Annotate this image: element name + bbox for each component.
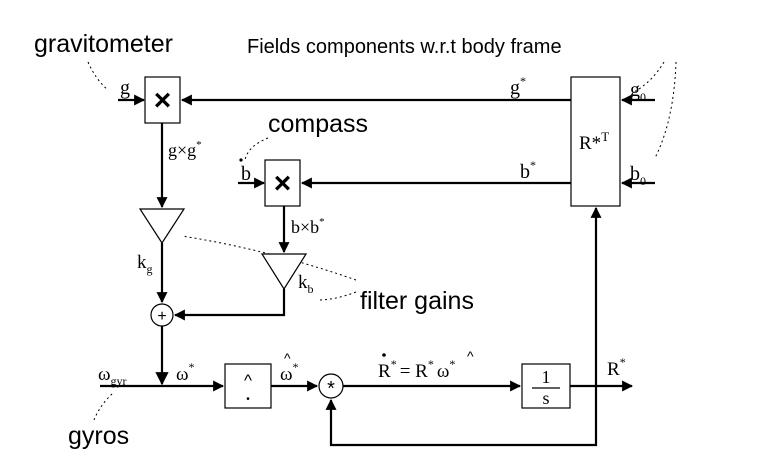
r-equals-r: = R: [400, 361, 428, 382]
kb-base: k: [298, 272, 308, 293]
g0-sub: 0: [640, 90, 646, 104]
product-symbol: *: [327, 378, 335, 400]
filter-gains-label: filter gains: [360, 287, 474, 315]
gxg-sup: *: [196, 139, 202, 151]
bxb-star-label: b×b*: [291, 216, 325, 237]
bxb-base: b×b: [291, 217, 319, 237]
dot-symbol: •: [246, 394, 250, 405]
r-dot-base: R: [378, 361, 391, 382]
hat-symbol: ^: [244, 371, 252, 390]
b-star-label: b*: [520, 158, 536, 183]
compass-leader: [244, 137, 269, 161]
rotation-transpose-label: R*T: [579, 129, 609, 154]
r-star-output-label: R*: [607, 355, 626, 380]
b-input-dot: [239, 158, 243, 162]
g-star-label: g*: [510, 74, 526, 99]
kg-sub: g: [147, 262, 153, 276]
omega-hat-base: ω: [280, 364, 293, 385]
gravitometer-label: gravitometer: [34, 30, 173, 58]
gravitometer-leader: [87, 61, 109, 91]
cross-product-block-g: [144, 76, 181, 124]
omega-hat-sup: *: [293, 360, 299, 374]
r-star-feedback-loop-arrow: [325, 386, 598, 447]
cross-product-block-b: [264, 159, 301, 207]
cross-symbol-g: ×: [154, 84, 172, 117]
omega-hat-accent: ^: [284, 350, 291, 366]
gain-triangle-kg: [138, 208, 186, 245]
g-star-base: g: [510, 77, 520, 99]
omega-gyr-base: ω: [98, 364, 111, 385]
r-star-out-sup: *: [620, 355, 626, 369]
r-dot-equation: R*= R*ω*: [378, 357, 455, 382]
omega-gyr-sub: gyr: [111, 374, 127, 388]
omega-star-label: ω*: [176, 360, 195, 385]
b-star-sup: *: [530, 158, 536, 172]
filter-gains-leader-kb: [317, 291, 357, 301]
b0-label: b0: [630, 163, 646, 188]
bxb-sup: *: [319, 216, 325, 228]
b-input-label: b: [241, 163, 251, 185]
hat-operator-block: [224, 363, 272, 409]
g-star-sup: *: [520, 74, 526, 88]
g0-label: g0: [630, 79, 646, 104]
omega-star-base: ω: [176, 364, 189, 385]
r-star-text: R*: [579, 133, 601, 154]
integrator-denominator: s: [542, 388, 549, 408]
r-rhs-sup: *: [428, 357, 434, 371]
kb-label: kb: [298, 272, 314, 296]
r-star-out-base: R: [607, 359, 620, 380]
kg-base: k: [137, 252, 147, 273]
integrator-numerator: 1: [542, 367, 551, 387]
b0-base: b: [630, 163, 640, 185]
r-rhs-omega-hat: ^: [467, 348, 474, 364]
gyros-leader: [93, 392, 114, 421]
r-rhs-omega-sup: *: [449, 357, 455, 371]
kb-to-sum-arrow: [173, 289, 286, 321]
transpose-superscript: T: [601, 129, 609, 144]
rotation-transpose-block: [570, 76, 621, 207]
r-dot-derivative-dot: [382, 353, 386, 357]
b-star-base: b: [520, 161, 530, 183]
r-dot-sup: *: [391, 357, 397, 371]
integrator-block: [521, 363, 571, 409]
omega-hat-label: ω*: [280, 360, 299, 385]
gain-triangle-kb: [260, 253, 308, 291]
gyros-label: gyros: [68, 422, 129, 450]
kb-sub: b: [308, 282, 314, 296]
sum-symbol: +: [157, 308, 166, 325]
b0-sub: 0: [640, 174, 646, 188]
cross-symbol-b: ×: [274, 167, 292, 200]
gxg-star-label: g×g*: [168, 139, 202, 160]
fields-leader-b0: [654, 61, 677, 159]
kg-label: kg: [137, 252, 153, 276]
fields-components-label: Fields components w.r.t body frame: [247, 36, 562, 58]
gxg-base: g×g: [168, 140, 196, 160]
r-rhs-omega: ω: [437, 361, 450, 382]
g0-base: g: [630, 79, 640, 101]
omega-star-sup: *: [189, 360, 195, 374]
compass-label: compass: [268, 110, 368, 138]
g-input-label: g: [120, 77, 130, 99]
omega-gyr-label: ωgyr: [98, 364, 127, 388]
